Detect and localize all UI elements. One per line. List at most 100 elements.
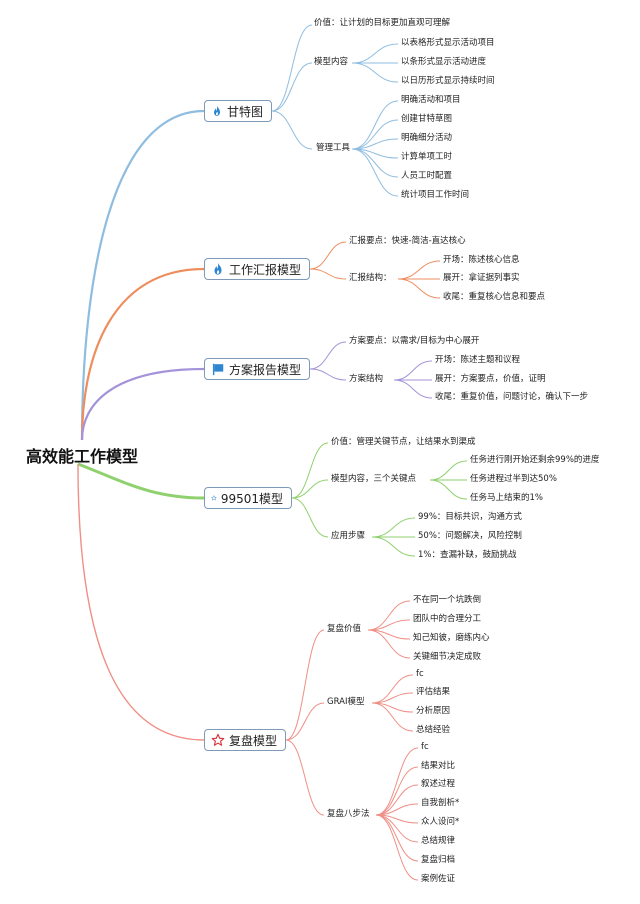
review-value-label[interactable]: 复盘价值	[327, 624, 362, 634]
m99501-steps-item[interactable]: 50%：问题解决，风险控制	[418, 531, 522, 541]
edge	[371, 517, 416, 538]
gantt-tools-item[interactable]: 创建甘特草图	[401, 114, 453, 124]
edge	[367, 600, 411, 631]
gantt-content-item[interactable]: 以条形式显示活动进度	[401, 57, 487, 67]
report-structure-item[interactable]: 展开：拿证据列事实	[443, 273, 520, 283]
edge-root-report	[80, 267, 205, 441]
plan-structure-label[interactable]: 方案结构	[349, 374, 384, 384]
edge	[351, 138, 399, 150]
gantt-value[interactable]: 价值：让计划的目标更加直观可理解	[314, 18, 451, 28]
edge	[351, 62, 399, 83]
edge-root-99501	[77, 462, 205, 500]
gantt-content-item[interactable]: 以日历形式显示持续时间	[401, 76, 495, 86]
flame-icon	[214, 262, 222, 275]
branch-work-report-label: 工作汇报模型	[228, 262, 301, 277]
star-icon	[211, 733, 225, 746]
review-grai-item[interactable]: fc	[416, 669, 424, 679]
review-eight-item[interactable]: 总结规律	[421, 836, 456, 846]
edge	[367, 619, 411, 631]
edge	[375, 814, 419, 881]
review-grai-item[interactable]: 分析原因	[416, 706, 451, 716]
edge	[271, 62, 313, 112]
review-grai-item[interactable]: 总结经验	[416, 725, 451, 735]
review-eight-item[interactable]: 叙述过程	[421, 779, 456, 789]
gantt-content-item[interactable]: 以表格形式显示活动项目	[401, 38, 495, 48]
branch-plan-report[interactable]: 方案报告模型	[204, 358, 310, 380]
branch-plan-report-label: 方案报告模型	[228, 362, 301, 377]
m99501-content-item[interactable]: 任务马上结束的1%	[470, 493, 543, 503]
branch-gantt-label: 甘特图	[226, 104, 263, 119]
edge	[271, 24, 313, 112]
plan-structure-item[interactable]: 开场：陈述主题和议程	[435, 355, 521, 365]
edge-root-gantt	[80, 109, 205, 441]
review-grai-item[interactable]: 评估结果	[416, 687, 451, 697]
edge	[371, 692, 414, 704]
review-grai-label[interactable]: GRAI模型	[327, 697, 365, 707]
edge-root-review	[77, 463, 205, 741]
m99501-value[interactable]: 价值：管理关键节点，让结果水到渠成	[331, 437, 476, 447]
edge	[291, 479, 329, 499]
edge	[285, 702, 325, 741]
gantt-tools-item[interactable]: 统计项目工作时间	[401, 190, 470, 200]
edge	[371, 536, 416, 557]
review-value-item[interactable]: 关键细节决定成败	[413, 652, 482, 662]
edge	[309, 241, 347, 270]
edge	[351, 43, 399, 64]
edge-root-plan	[80, 367, 205, 441]
edge	[375, 766, 419, 816]
branch-99501-label: 99501模型	[220, 491, 283, 506]
gantt-tools-item[interactable]: 人员工时配置	[401, 171, 453, 181]
plan-key[interactable]: 方案要点：以需求/目标为中心展开	[349, 336, 480, 346]
review-eight-item[interactable]: 复盘归档	[421, 855, 456, 865]
m99501-content-item[interactable]: 任务进行刚开始还剩余99%的进度	[470, 455, 600, 465]
m99501-steps-item[interactable]: 1%：查漏补缺，鼓励挑战	[418, 550, 517, 560]
report-structure-label[interactable]: 汇报结构：	[349, 273, 392, 283]
m99501-steps-item[interactable]: 99%：目标共识，沟通方式	[418, 512, 522, 522]
edge	[393, 360, 433, 381]
branch-review[interactable]: 复盘模型	[204, 729, 286, 751]
root-topic[interactable]: 高效能工作模型	[26, 447, 139, 466]
review-eight-item[interactable]: 结果对比	[421, 761, 456, 771]
review-value-item[interactable]: 团队中的合理分工	[413, 614, 482, 624]
review-eight-item[interactable]: 众人设问*	[421, 817, 460, 827]
gantt-tools-item[interactable]: 计算单项工时	[401, 152, 453, 162]
m99501-content-item[interactable]: 任务进程过半到达50%	[470, 474, 557, 484]
branch-99501[interactable]: 99501模型	[204, 487, 292, 509]
edge	[351, 148, 399, 197]
star-icon	[211, 495, 217, 501]
report-key[interactable]: 汇报要点：快速-简洁-直达核心	[349, 236, 466, 246]
plan-structure-item[interactable]: 收尾：重复价值，问题讨论，确认下一步	[435, 392, 589, 402]
review-eight-item[interactable]: fc	[421, 742, 429, 752]
gantt-tools-item[interactable]: 明确活动和项目	[401, 95, 461, 105]
edge	[309, 341, 347, 370]
review-eight-item[interactable]: 案例佐证	[421, 874, 456, 884]
m99501-content-label[interactable]: 模型内容，三个关键点	[331, 474, 417, 484]
review-value-item[interactable]: 不在同一个坑跌倒	[413, 595, 482, 605]
plan-structure-item[interactable]: 展开：方案要点，价值，证明	[435, 374, 546, 384]
edge	[397, 278, 441, 299]
m99501-steps-label[interactable]: 应用步骤	[331, 531, 366, 541]
review-value-item[interactable]: 知己知彼，磨练内心	[413, 633, 490, 643]
edge	[371, 702, 414, 732]
edge	[367, 629, 411, 659]
gantt-content-label[interactable]: 模型内容	[314, 57, 349, 67]
edge	[351, 119, 399, 150]
review-eight-item[interactable]: 自我剖析*	[421, 798, 460, 808]
gantt-tools-item[interactable]: 明确细分活动	[401, 133, 453, 143]
connector-lines	[77, 24, 468, 881]
report-structure-item[interactable]: 收尾：重复核心信息和要点	[443, 292, 546, 302]
edge	[291, 442, 329, 499]
edge	[429, 460, 468, 481]
edge	[309, 368, 347, 381]
gantt-tools-label[interactable]: 管理工具	[316, 143, 351, 153]
branch-work-report[interactable]: 工作汇报模型	[204, 258, 310, 280]
edge	[271, 110, 313, 150]
edge	[393, 379, 433, 399]
edge	[375, 747, 419, 816]
edge	[397, 260, 441, 280]
branch-gantt[interactable]: 甘特图	[204, 100, 272, 122]
edge	[429, 479, 468, 500]
report-structure-item[interactable]: 开场：陈述核心信息	[443, 255, 520, 265]
review-eight-label[interactable]: 复盘八步法	[327, 809, 370, 819]
